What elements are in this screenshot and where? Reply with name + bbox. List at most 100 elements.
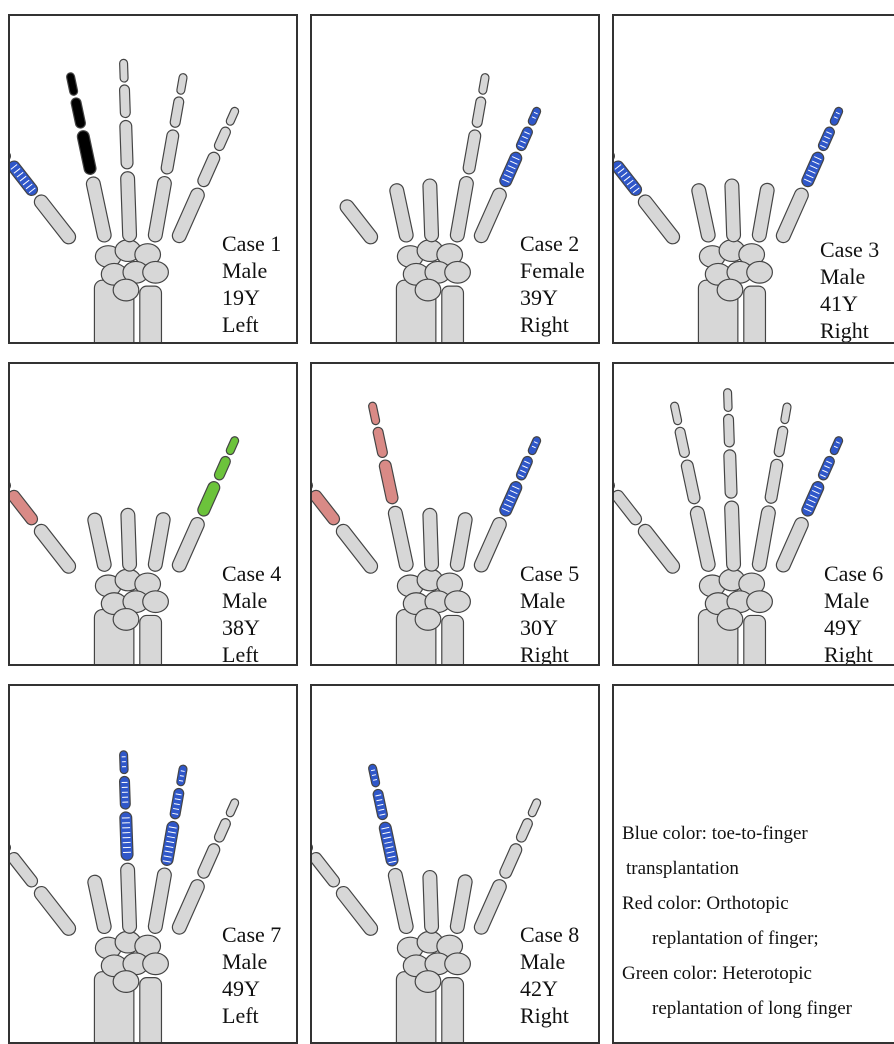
carpal-bone xyxy=(113,609,139,631)
carpal-bone xyxy=(747,261,773,283)
case-panel-6: Case 6 Male 49Y Right xyxy=(612,362,894,666)
phalanx-bone xyxy=(378,821,399,867)
finger-3 xyxy=(725,179,741,242)
metacarpal-bone xyxy=(472,515,508,574)
phalanx-bone xyxy=(169,96,184,128)
metacarpal-bone xyxy=(147,175,172,242)
finger-5 xyxy=(472,105,544,245)
metacarpal-bone xyxy=(636,522,683,576)
case-label: Case 6 xyxy=(824,560,883,587)
phalanx-bone xyxy=(10,488,40,527)
case-age: 19Y xyxy=(222,284,281,311)
finger-1 xyxy=(10,825,78,938)
phalanx-bone xyxy=(527,106,542,126)
metacarpal-bone xyxy=(691,182,717,243)
phalanx-bone xyxy=(372,426,388,458)
carpal-bone xyxy=(415,609,441,631)
metacarpal-bone xyxy=(32,884,79,938)
phalanx-bone xyxy=(670,402,682,426)
phalanx-bone xyxy=(462,129,481,175)
finger-4 xyxy=(449,512,473,573)
metacarpal-bone xyxy=(389,182,415,243)
case-label: Case 5 xyxy=(520,560,579,587)
case-panel-3: Case 3 Male 41Y Right xyxy=(612,14,894,344)
phalanx-bone xyxy=(213,126,232,153)
finger-1 xyxy=(614,133,682,246)
phalanx-bone xyxy=(773,426,788,458)
phalanx-bone xyxy=(527,435,542,455)
case-panel-8: Case 8 Male 42Y Right xyxy=(310,684,600,1044)
ulna-bone xyxy=(744,286,766,342)
metacarpal-bone xyxy=(449,874,473,935)
carpal-bone xyxy=(717,279,743,301)
carpal-bone xyxy=(445,953,471,975)
metacarpal-bone xyxy=(170,515,206,574)
transplant-stripe xyxy=(181,771,185,772)
case-age: 49Y xyxy=(222,975,281,1002)
case-age: 30Y xyxy=(520,614,579,641)
phalanx-bone xyxy=(10,826,12,855)
phalanx-bone xyxy=(817,455,836,482)
finger-3 xyxy=(121,508,137,571)
case-sex: Male xyxy=(520,948,579,975)
phalanx-bone xyxy=(312,464,314,493)
transplant-stripe xyxy=(179,780,183,781)
case-panel-4: Case 4 Male 38Y Left xyxy=(8,362,298,666)
phalanx-bone xyxy=(515,455,534,482)
finger-1 xyxy=(10,463,78,576)
ulna-bone xyxy=(140,286,162,342)
carpal-bone xyxy=(415,971,441,993)
finger-5 xyxy=(774,105,846,245)
case-caption-5: Case 5 Male 30Y Right xyxy=(520,560,579,666)
case-label: Case 3 xyxy=(820,236,879,263)
carpal-bone xyxy=(415,279,441,301)
metacarpal-bone xyxy=(725,179,741,242)
phalanx-bone xyxy=(498,150,524,188)
phalanx-bone xyxy=(225,435,240,455)
metacarpal-bone xyxy=(751,505,776,572)
phalanx-bone xyxy=(10,159,40,198)
ulna-bone xyxy=(140,615,162,664)
case-sex: Male xyxy=(222,587,281,614)
metacarpal-bone xyxy=(147,512,171,573)
case-age: 38Y xyxy=(222,614,281,641)
metacarpal-bone xyxy=(724,501,740,571)
phalanx-bone xyxy=(674,426,690,458)
ulna-bone xyxy=(140,978,162,1042)
phalanx-bone xyxy=(614,134,616,163)
phalanx-bone xyxy=(10,464,12,493)
finger-2 xyxy=(63,72,112,244)
legend-panel: Blue color: toe-to-finger transplantatio… xyxy=(612,684,894,1044)
metacarpal-bone xyxy=(387,505,414,573)
phalanx-bone xyxy=(614,159,644,198)
metacarpal-bone xyxy=(774,515,810,574)
metacarpal-bone xyxy=(87,874,113,935)
case-caption-4: Case 4 Male 38Y Left xyxy=(222,560,281,666)
phalanx-bone xyxy=(498,842,524,880)
phalanx-bone xyxy=(160,129,179,175)
case-label: Case 8 xyxy=(520,921,579,948)
phalanx-bone xyxy=(368,402,380,426)
case-age: 42Y xyxy=(520,975,579,1002)
phalanx-bone xyxy=(723,414,734,447)
ulna-bone xyxy=(442,978,464,1042)
phalanx-bone xyxy=(372,789,388,821)
phalanx-bone xyxy=(225,106,240,126)
phalanx-bone xyxy=(196,480,222,518)
carpal-bone xyxy=(445,261,471,283)
phalanx-bone xyxy=(817,126,836,153)
metacarpal-bone xyxy=(472,186,508,245)
case-caption-1: Case 1 Male 19Y Left xyxy=(222,230,281,338)
carpal-bone xyxy=(113,279,139,301)
case-caption-8: Case 8 Male 42Y Right xyxy=(520,921,579,1029)
phalanx-bone xyxy=(312,826,314,855)
carpal-bone xyxy=(717,609,743,631)
phalanx-bone xyxy=(780,402,791,424)
phalanx-bone xyxy=(196,842,222,880)
phalanx-bone xyxy=(378,459,399,505)
finger-1 xyxy=(312,825,380,938)
phalanx-bone xyxy=(724,389,733,412)
finger-3 xyxy=(423,870,439,933)
legend-blue-line2: transplantation xyxy=(622,851,852,886)
carpal-bone xyxy=(747,591,773,613)
